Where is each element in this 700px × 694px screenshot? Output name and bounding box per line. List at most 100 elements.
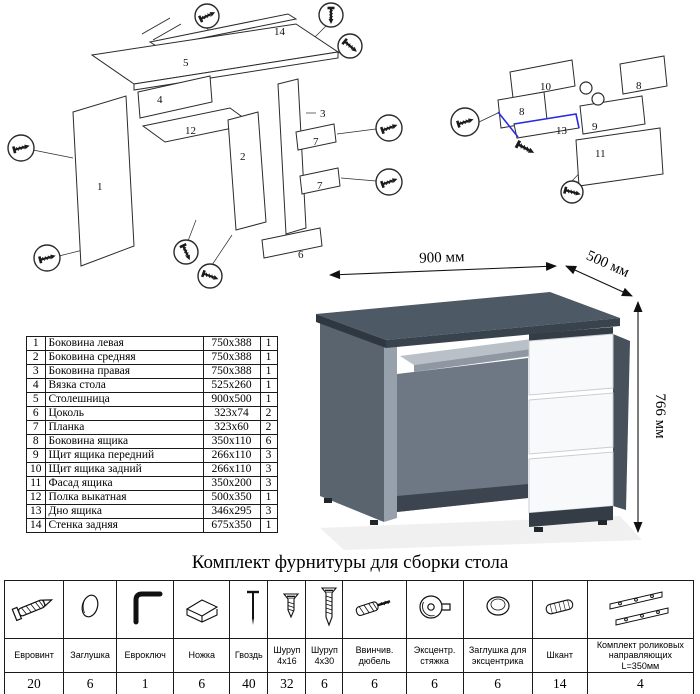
parts-size-cell: 323х60 <box>202 420 261 435</box>
parts-size-cell: 900х500 <box>202 392 261 407</box>
parts-size-cell: 750х388 <box>202 364 261 379</box>
screw-4x16-icon <box>267 580 307 639</box>
parts-num-cell: 3 <box>26 364 46 379</box>
parts-qty-cell: 1 <box>259 350 278 365</box>
drawer-unit-side <box>613 334 630 510</box>
part-label-13: 13 <box>556 125 568 137</box>
drawer-facade-part <box>575 127 664 187</box>
desk-back-plinth <box>397 484 528 512</box>
desk-top-front-edge <box>386 318 620 348</box>
drawer-front-2 <box>528 392 614 455</box>
parts-num-cell: 5 <box>26 392 46 407</box>
hardware-item-qty: 4 <box>586 672 695 694</box>
desk-top <box>316 292 620 340</box>
parts-qty-cell: 1 <box>259 490 278 505</box>
cam-lock-icon <box>405 580 464 639</box>
drawer-front-3 <box>528 451 614 514</box>
parts-num-cell: 7 <box>26 420 46 435</box>
hardware-item-qty: 6 <box>63 672 118 694</box>
callout-dot <box>579 81 593 95</box>
hardware-item-qty: 6 <box>305 672 344 694</box>
part-label-7b: 7 <box>317 180 323 192</box>
parts-name-cell: Боковина левая <box>44 336 204 351</box>
hardware-item-qty: 14 <box>531 672 588 694</box>
parts-name-cell: Боковина средняя <box>44 350 204 365</box>
threaded-dowel-icon <box>342 580 407 639</box>
parts-qty-cell: 2 <box>259 406 278 421</box>
exploded-drawer-parts <box>450 55 668 204</box>
right-side-part <box>277 78 307 235</box>
plank-part-2 <box>299 167 341 195</box>
plinth-part <box>261 227 323 259</box>
hardware-item-label: Эксцентр. стяжка <box>405 637 464 674</box>
parts-size-cell: 350х110 <box>202 434 261 449</box>
desk-shadow <box>320 516 642 550</box>
keyboard-tray-edge <box>414 347 546 372</box>
parts-size-cell: 675х350 <box>202 518 261 533</box>
parts-num-cell: 1 <box>26 336 46 351</box>
hardware-item-label: Шуруп 4х30 <box>305 637 344 674</box>
parts-num-cell: 6 <box>26 406 46 421</box>
parts-qty-cell: 3 <box>259 462 278 477</box>
parts-name-cell: Фасад ящика <box>44 476 204 491</box>
parts-name-cell: Дно ящика <box>44 504 204 519</box>
hardware-item-qty: 6 <box>173 672 231 694</box>
parts-name-cell: Щит ящика передний <box>44 448 204 463</box>
apron-part <box>137 75 213 119</box>
part-label-9: 9 <box>592 121 598 133</box>
hardware-item-label: Евроключ <box>116 637 175 674</box>
part-label-6: 6 <box>298 249 304 261</box>
hardware-item-label: Комплект роликовых направляющих L=350мм <box>586 637 695 674</box>
parts-num-cell: 13 <box>26 504 46 519</box>
parts-num-cell: 12 <box>26 490 46 505</box>
highlight-line-blue-2 <box>497 111 519 138</box>
parts-num-cell: 10 <box>26 462 46 477</box>
parts-name-cell: Щит ящика задний <box>44 462 204 477</box>
hardware-item-label: Заглушка для эксцентрика <box>462 637 533 674</box>
drawer-back-part <box>509 59 576 99</box>
parts-size-cell: 750х388 <box>202 350 261 365</box>
wood-dowel-icon <box>531 580 588 639</box>
part-number-labels: 10 8 9 13 11 8 <box>519 80 642 160</box>
part-label-7a: 7 <box>313 136 319 148</box>
hardware-item-qty: 1 <box>116 672 175 694</box>
parts-qty-cell: 2 <box>259 420 278 435</box>
euro-screw-icon <box>3 580 65 639</box>
parts-size-cell: 346х295 <box>202 504 261 519</box>
hardware-item-label: Шкант <box>531 637 588 674</box>
drawer-unit-plinth <box>529 506 613 527</box>
parts-qty-cell: 6 <box>259 434 278 449</box>
parts-num-cell: 11 <box>26 476 46 491</box>
dimension-lines <box>329 261 643 533</box>
parts-name-cell: Цоколь <box>44 406 204 421</box>
parts-num-cell: 8 <box>26 434 46 449</box>
drawer-front-1 <box>528 333 614 396</box>
drawer-side-part-right <box>619 55 668 95</box>
hardware-item-qty: 40 <box>229 672 269 694</box>
parts-size-cell: 750х388 <box>202 336 261 351</box>
parts-name-cell: Стенка задняя <box>44 518 204 533</box>
hardware-kit-title: Комплект фурнитуры для сборки стола <box>191 552 509 573</box>
parts-qty-cell: 1 <box>259 518 278 533</box>
hardware-item-label: Заглушка <box>63 637 118 674</box>
part-label-1: 1 <box>97 181 103 193</box>
desk-foot <box>370 520 378 525</box>
parts-num-cell: 14 <box>26 518 46 533</box>
part-label-8a: 8 <box>519 106 525 118</box>
parts-name-cell: Столешница <box>44 392 204 407</box>
highlight-line-blue <box>513 113 580 129</box>
parts-size-cell: 525х260 <box>202 378 261 393</box>
